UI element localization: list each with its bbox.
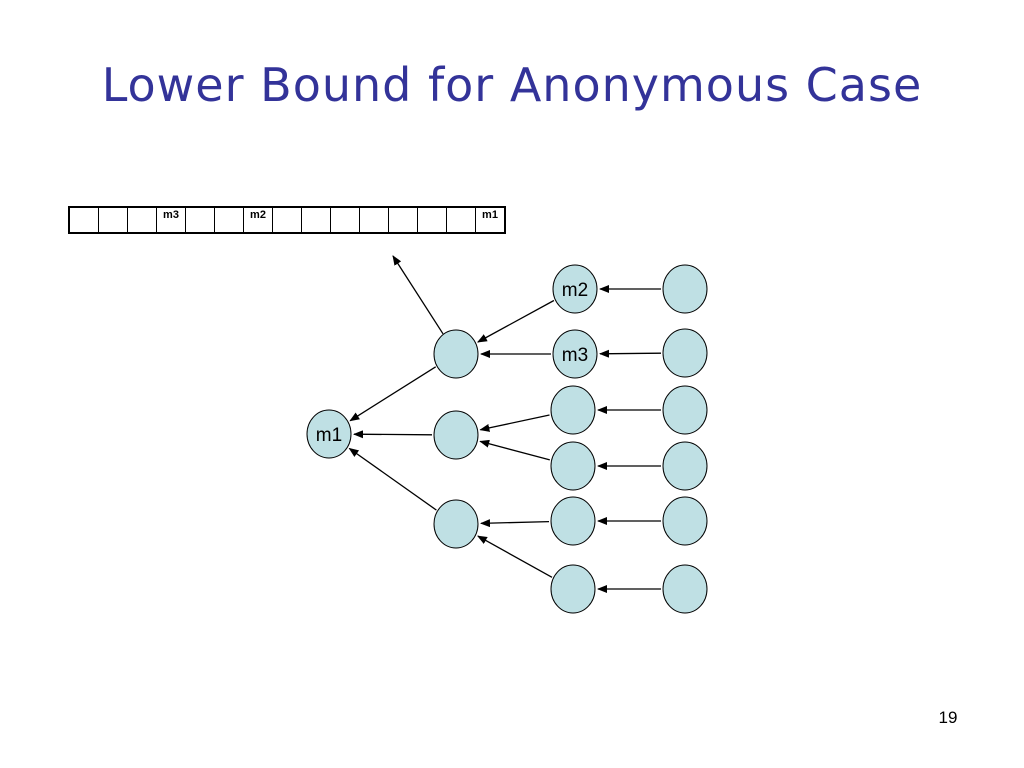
node-r2 [662,328,708,378]
tape-cell [68,206,99,234]
nodes-layer: m1 m2 m3 [306,264,708,614]
node-b2 [550,441,596,491]
tape-cell: m1 [475,206,506,234]
node-r5 [662,496,708,546]
tape-cell: m3 [156,206,186,234]
edge-a-to-root [349,366,437,422]
node-b [433,410,479,460]
node-label-a1: m2 [562,280,588,301]
slide-title: Lower Bound for Anonymous Case [101,58,923,112]
node-r1 [662,264,708,314]
node-root [306,409,352,459]
node-a [433,329,479,379]
node-r6 [662,564,708,614]
edge-r2-to-a2 [599,349,662,358]
node-r3 [662,385,708,435]
page-number: 19 [938,708,958,727]
node-a1 [552,264,598,314]
edge-a-to-tape [392,255,444,335]
node-b1 [550,385,596,435]
tape-cell [185,206,215,234]
tape-cell [388,206,418,234]
node-r4 [662,441,708,491]
tape-cell [359,206,389,234]
tape-cell [330,206,360,234]
node-c [433,499,479,549]
node-a2 [552,329,598,379]
node-label-root: m1 [316,425,342,446]
tape-row: m3 m2 m1 [68,206,506,234]
edge-c2-to-c [477,535,553,578]
node-c1 [550,496,596,546]
edge-b2-to-b [479,439,550,461]
edge-c1-to-c [480,519,550,528]
tape-cell [446,206,476,234]
node-c2 [550,564,596,614]
edge-a1-to-a [477,299,555,343]
edge-c-to-root [348,447,437,511]
tape-cell [272,206,302,234]
edges-layer [348,255,662,593]
edge-b-to-root [353,430,433,439]
tape-cell [214,206,244,234]
edge-b1-to-b [479,414,550,432]
tape-cell [98,206,128,234]
node-label-a2: m3 [562,345,588,366]
message-tape: m3 m2 m1 [68,206,506,234]
